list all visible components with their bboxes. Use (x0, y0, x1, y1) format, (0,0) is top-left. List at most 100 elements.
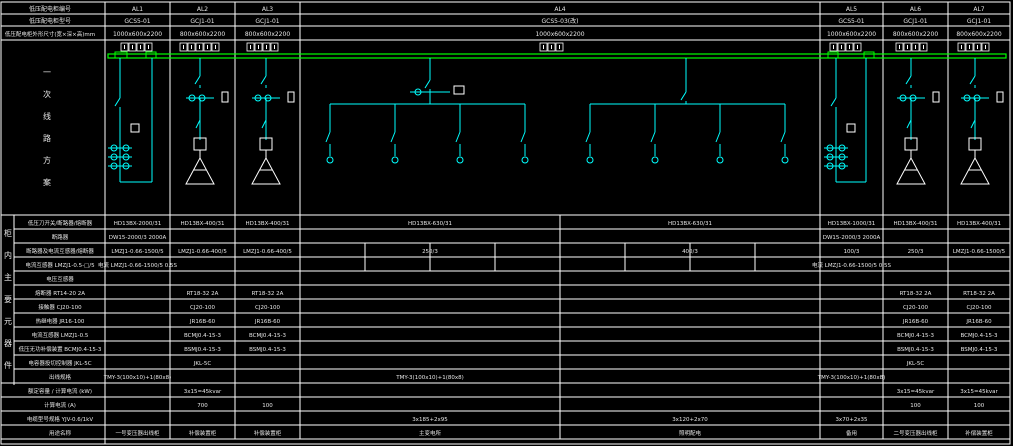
row-label: 电压互感器 (46, 275, 74, 283)
row-cell: 100/3 (844, 249, 860, 255)
branch-ct-icon (391, 156, 399, 164)
main-label-char: 主 (4, 272, 12, 282)
branch-ct-icon (521, 156, 529, 164)
terminal-box-icon (203, 42, 212, 52)
row-label: 额定容量 / 计算电流 (kW) (28, 387, 92, 395)
busbar-joint (145, 51, 157, 59)
row-cell: RT18-32 2A (187, 291, 219, 297)
row-cell: 二号变压器出线柜 (893, 429, 938, 437)
fuse-icon (188, 94, 196, 102)
row-cell: JKL-5C (906, 361, 925, 367)
row-cell: LMZJ1-0.66-1500/5 (111, 249, 164, 255)
switch-blade (114, 97, 121, 107)
terminal-box-icon (539, 42, 548, 52)
terminal-box-icon (919, 42, 928, 52)
row-cell: 电流 LMZJ1-0.66-1500/5 0.5S (98, 261, 178, 269)
panel-dimension: 1000x600x2200 (535, 31, 584, 38)
busbar-joint (827, 51, 839, 59)
row-cell: TMY-3(100x10)+1(80x8) (103, 375, 172, 381)
row-cell: HD13BX-630/31 (408, 221, 452, 227)
row-cell: 100 (974, 403, 985, 409)
row-cell: HD13BX-1000/31 (828, 221, 875, 227)
meter-icon (130, 123, 140, 133)
terminal-box-icon (246, 42, 255, 52)
terminal-box-icon (829, 42, 838, 52)
row-cell: 补偿装置柜 (965, 429, 993, 437)
fuse-icon (909, 94, 917, 102)
row-cell: HD13BX-400/31 (894, 221, 938, 227)
panel-number: AL1 (132, 6, 143, 13)
row-cell: 3x185+2x95 (412, 417, 448, 423)
terminal-box-icon (965, 42, 974, 52)
scheme-label-char: 次 (43, 89, 51, 99)
row-cell: JKL-5C (193, 361, 212, 367)
header-row2-label: 低压配电柜型号 (29, 17, 71, 25)
branch-switch (325, 131, 331, 143)
fuse-icon (254, 94, 262, 102)
terminal-box-icon (254, 42, 263, 52)
terminal-box-icon (120, 42, 129, 52)
row-label: 电流互感器 LMZJ1-0.5 (32, 331, 89, 339)
panel-number: AL5 (846, 6, 857, 13)
branch-ct-icon (781, 156, 789, 164)
row-cell: 400/3 (682, 249, 698, 255)
main-label-char: 内 (4, 250, 12, 260)
row-cell: CJ20-100 (255, 305, 280, 311)
panel-model: GCS5-03(改) (542, 17, 579, 25)
row-cell: CJ20-100 (967, 305, 992, 311)
switch-blade (830, 97, 837, 107)
panel-dimension: 1000x600x2200 (827, 31, 876, 38)
contactor-blade (261, 119, 267, 129)
row-cell: 备用 (846, 429, 857, 437)
capacitor-icon (251, 156, 281, 185)
row-cell: 100 (910, 403, 921, 409)
terminal-box-icon (973, 42, 982, 52)
capacitor-icon (185, 156, 215, 185)
panel-model: GCJ1-01 (255, 18, 279, 25)
row-label: 出线规格 (49, 373, 72, 381)
scheme-label-char: 方 (43, 155, 51, 165)
busbar-joint (114, 51, 128, 59)
row-label: 接触器 CJ20-100 (38, 303, 82, 311)
row-cell: 3x15=45kvar (184, 389, 222, 395)
contactor-blade (970, 119, 976, 129)
header-row3-label: 低压配电柜外形尺寸(宽×深×高)mm (5, 30, 95, 38)
terminal-box-icon (911, 42, 920, 52)
contactor-blade (195, 119, 201, 129)
main-label-char: 件 (4, 360, 12, 370)
capacitor-icon (896, 156, 926, 185)
terminal-box-icon (981, 42, 990, 52)
scheme-label-char: 案 (43, 177, 51, 187)
panel-dimension: 1000x600x2200 (113, 31, 162, 38)
terminal-box-icon (547, 42, 556, 52)
main-label-char: 器 (4, 339, 12, 348)
row-cell: CJ20-100 (190, 305, 215, 311)
row-cell: 100 (262, 403, 273, 409)
row-label: 低压无功补偿装置 BCMJ0.4-15-3 (19, 345, 102, 353)
scheme-label-char: 一 (43, 68, 51, 77)
row-cell: BSMJ0.4-15-3 (184, 347, 221, 353)
row-cell: CJ20-100 (903, 305, 928, 311)
branch-ct-icon (716, 156, 724, 164)
branch-switch (520, 131, 526, 143)
indicator-icon (287, 91, 295, 103)
panel-dimension: 800x600x2200 (180, 31, 225, 38)
row-cell: RT18-32 2A (900, 291, 932, 297)
row-label: 电流互感器 LMZJ1-0.5-□/5 (25, 261, 95, 269)
panel-dimension: 800x600x2200 (956, 31, 1001, 38)
row-label: 电容器投切控制器 JKL-5C (28, 359, 91, 367)
panel-number: AL2 (197, 6, 208, 13)
row-cell: LMZJ1-0.66-1500/5 (953, 249, 1006, 255)
row-cell: 电流 LMZJ1-0.66-1500/5 0.5S (812, 261, 892, 269)
row-label: 断路器及电流互感器/熔断器 (26, 247, 94, 255)
panel-number: AL4 (554, 6, 565, 13)
terminal-box-icon (837, 42, 846, 52)
row-label: 用途名称 (49, 429, 72, 437)
branch-switch (455, 131, 461, 143)
main-label-char: 要 (4, 295, 12, 304)
terminal-box-icon (187, 42, 196, 52)
row-cell: BCMJ0.4-15-3 (897, 333, 935, 339)
scheme-label-char: 线 (43, 111, 51, 121)
row-label: 断路器 (52, 233, 69, 241)
